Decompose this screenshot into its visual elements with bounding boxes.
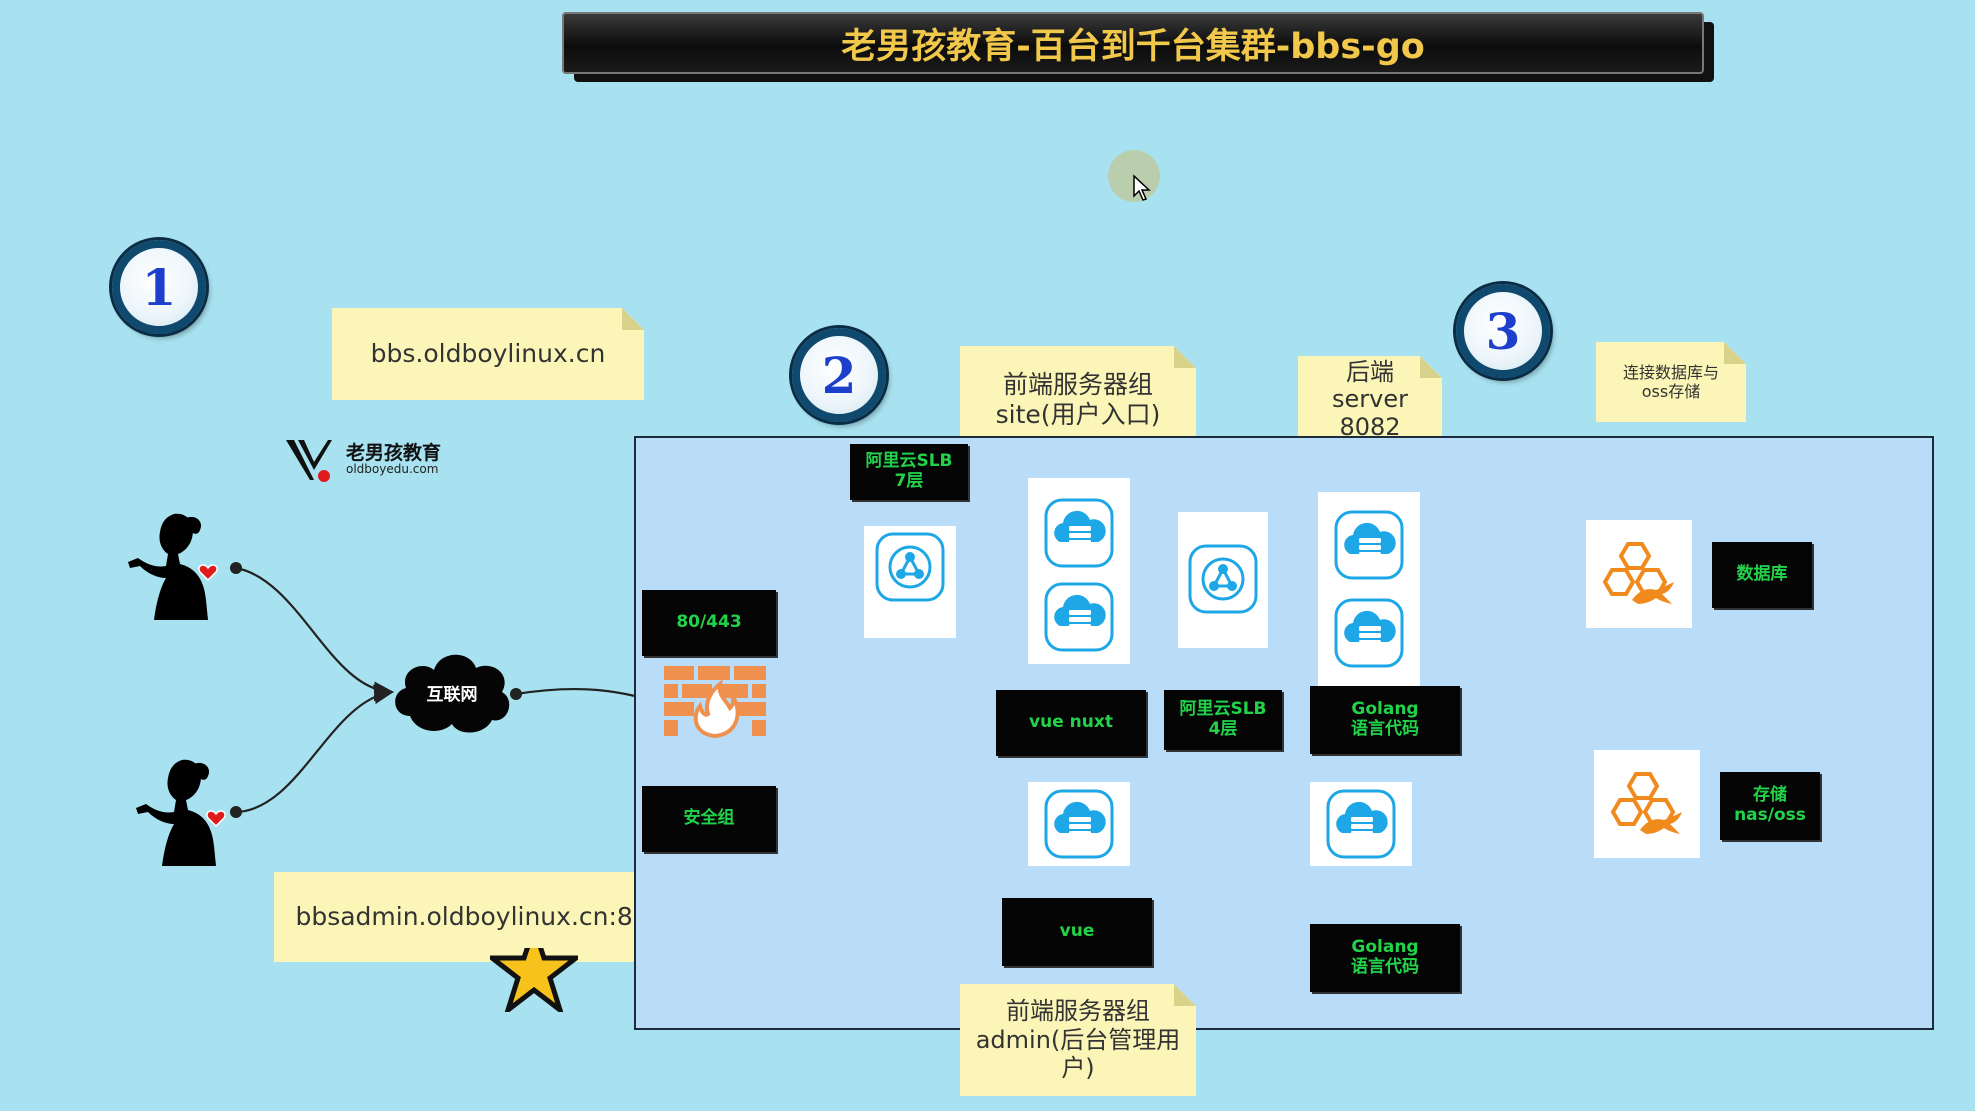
logo: 老男孩教育 oldboyedu.com — [284, 436, 464, 484]
step-badge-3: 3 — [1456, 284, 1550, 378]
frontend-admin-card — [1028, 782, 1130, 866]
label-security-group: 安全组 — [642, 786, 776, 852]
label-vue-nuxt: vue nuxt — [996, 690, 1146, 756]
main-area — [634, 436, 1934, 1030]
internet-label: 互联网 — [426, 685, 478, 705]
note-frontend-admin: 前端服务器组 admin(后台管理用 户) — [960, 984, 1196, 1096]
load-balancer-icon — [1188, 544, 1258, 614]
database-icon — [1611, 772, 1684, 836]
slb4-card — [1178, 512, 1268, 648]
cloud-server-icon — [1044, 789, 1114, 859]
cursor-icon — [1133, 174, 1151, 201]
cloud-server-icon — [1334, 510, 1404, 580]
label-slb4: 阿里云SLB 4层 — [1164, 690, 1282, 750]
backend-card — [1318, 492, 1420, 686]
backend-admin-card — [1310, 782, 1412, 866]
user-silhouette-icon — [136, 759, 226, 866]
slb7-card — [864, 526, 956, 638]
step-badge-2: 2 — [792, 328, 886, 422]
label-vue: vue — [1002, 898, 1152, 966]
logo-url: oldboyedu.com — [346, 462, 439, 476]
internet-node: 互联网 — [388, 642, 516, 740]
note-db-oss: 连接数据库与 oss存储 — [1596, 342, 1746, 422]
storage-card — [1594, 750, 1700, 858]
firewall-icon — [664, 666, 766, 738]
cloud-server-icon — [1044, 498, 1114, 568]
user-silhouette-icon — [128, 513, 218, 620]
database-icon — [1603, 542, 1676, 606]
page-title: 老男孩教育-百台到千台集群-bbs-go — [562, 12, 1704, 74]
logo-mark — [286, 440, 332, 482]
cloud-server-icon — [1044, 582, 1114, 652]
label-port: 80/443 — [642, 590, 776, 656]
cloud-internet-icon — [395, 654, 510, 733]
star-icon — [490, 948, 578, 1012]
frontend-site-card — [1028, 478, 1130, 664]
label-database: 数据库 — [1712, 542, 1812, 608]
note-domain-admin: bbsadmin.oldboylinux.cn:8080 — [274, 872, 702, 962]
label-golang-bottom: Golang 语言代码 — [1310, 924, 1460, 992]
label-slb7: 阿里云SLB 7层 — [850, 444, 968, 500]
note-domain-site: bbs.oldboylinux.cn — [332, 308, 644, 400]
note-backend: 后端 server 8082 — [1298, 356, 1442, 444]
label-golang-top: Golang 语言代码 — [1310, 686, 1460, 754]
database-card — [1586, 520, 1692, 628]
label-storage: 存储 nas/oss — [1720, 772, 1820, 840]
step-badge-1: 1 — [112, 240, 206, 334]
logo-name: 老男孩教育 — [346, 442, 442, 464]
cloud-server-icon — [1334, 598, 1404, 668]
load-balancer-icon — [875, 532, 945, 602]
cloud-server-icon — [1326, 789, 1396, 859]
